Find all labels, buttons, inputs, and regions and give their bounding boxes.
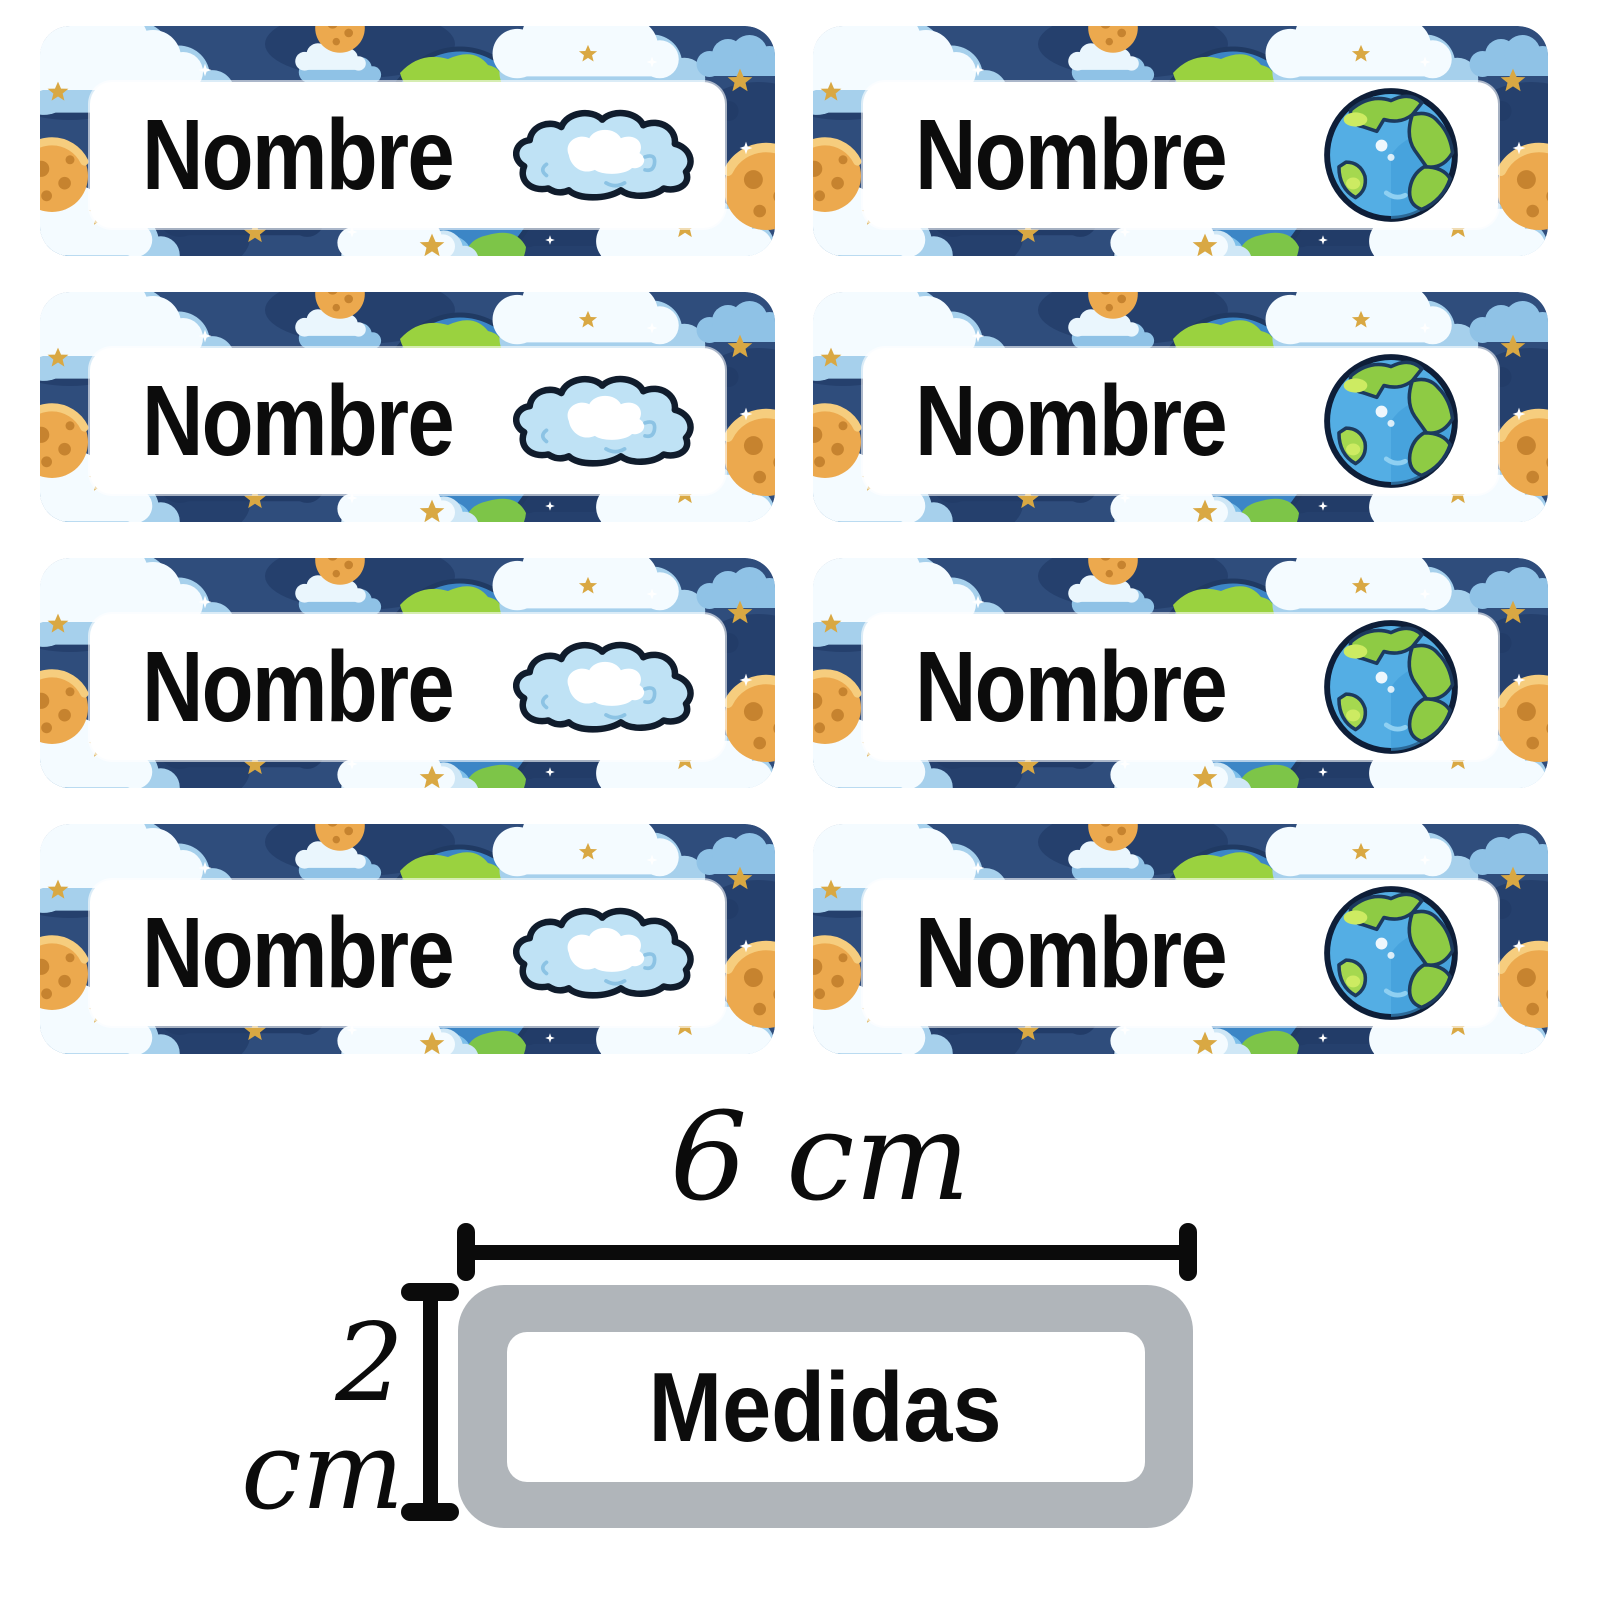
width-dimension-line	[466, 1245, 1188, 1260]
name-text: Nombre	[142, 365, 455, 477]
name-text: Nombre	[915, 631, 1228, 743]
name-label-sticker: Nombre	[40, 558, 775, 788]
height-dimension-label: 2 cm	[241, 1301, 404, 1534]
name-label-sticker: Nombre	[40, 26, 775, 256]
width-dimension-endcap-right	[1179, 1223, 1197, 1281]
name-label-sticker: Nombre	[813, 558, 1548, 788]
name-text: Nombre	[915, 99, 1228, 211]
name-box: Nombre	[863, 82, 1498, 228]
earth-icon	[1324, 620, 1458, 754]
name-label-sticker: Nombre	[813, 824, 1548, 1054]
cloud-icon	[513, 375, 694, 467]
height-dimension-line	[423, 1292, 438, 1512]
name-box: Nombre	[863, 614, 1498, 760]
name-box: Nombre	[863, 348, 1498, 494]
earth-icon	[1324, 354, 1458, 488]
cloud-icon	[513, 907, 694, 999]
name-text: Nombre	[142, 897, 455, 1009]
width-dimension-label: 6 cm	[669, 1086, 971, 1228]
name-text: Nombre	[915, 365, 1228, 477]
earth-icon	[1324, 88, 1458, 222]
height-dimension-endcap-top	[401, 1283, 459, 1301]
cloud-icon	[513, 109, 694, 201]
size-sample-text: Medidas	[649, 1351, 1002, 1462]
name-box: Nombre	[863, 880, 1498, 1026]
cloud-icon	[513, 641, 694, 733]
height-dimension-endcap-bottom	[401, 1503, 459, 1521]
earth-icon	[1324, 886, 1458, 1020]
name-box: Nombre	[90, 82, 725, 228]
name-box: Nombre	[90, 880, 725, 1026]
name-box: Nombre	[90, 348, 725, 494]
name-label-sticker: Nombre	[40, 292, 775, 522]
size-sample-box: Medidas	[458, 1285, 1193, 1528]
name-text: Nombre	[142, 631, 455, 743]
width-dimension-endcap-left	[457, 1223, 475, 1281]
name-text: Nombre	[915, 897, 1228, 1009]
name-box: Nombre	[90, 614, 725, 760]
name-label-sticker: Nombre	[40, 824, 775, 1054]
name-label-sticker: Nombre	[813, 26, 1548, 256]
name-label-sticker: Nombre	[813, 292, 1548, 522]
name-text: Nombre	[142, 99, 455, 211]
size-sample-inner-box: Medidas	[506, 1331, 1145, 1482]
